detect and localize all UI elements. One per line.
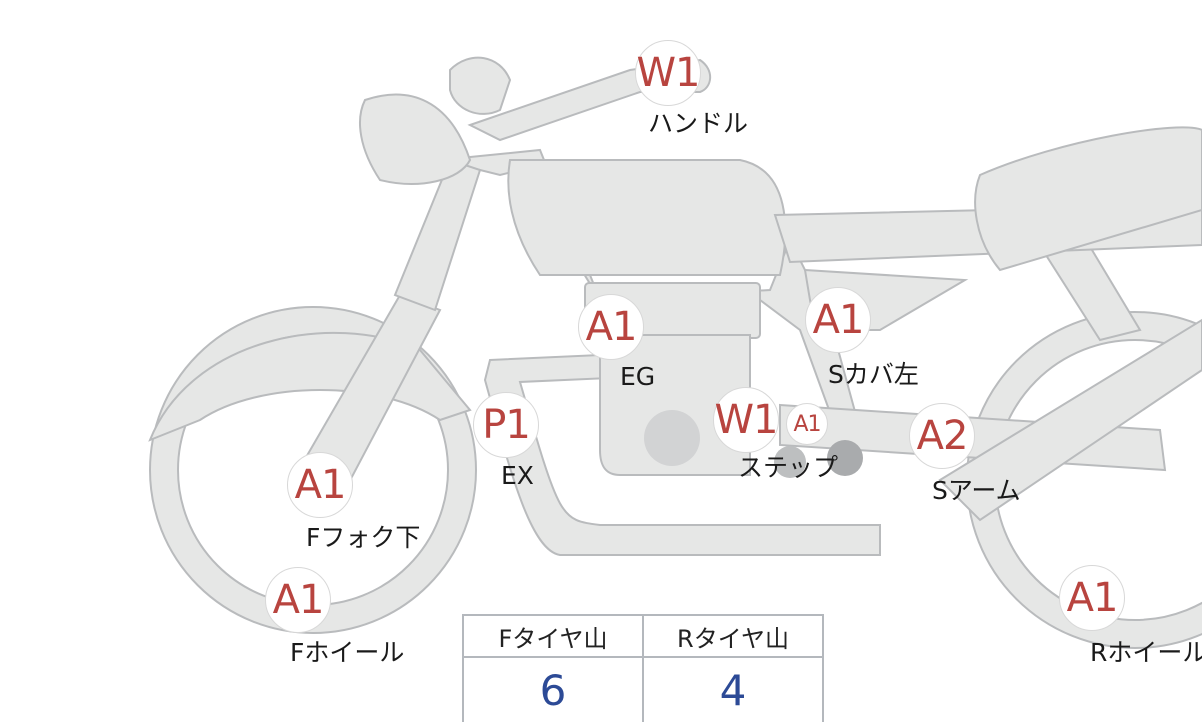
damage-marker-rear-wheel[interactable]: A1 — [1059, 565, 1125, 631]
damage-marker-exhaust[interactable]: P1 — [473, 392, 539, 458]
part-label-exhaust: EX — [501, 461, 534, 490]
engine-block — [599, 334, 751, 476]
damage-marker-step-secondary[interactable]: A1 — [786, 403, 828, 445]
front-tread-value: 6 — [462, 656, 644, 722]
front-fork-upper — [393, 158, 482, 312]
damage-marker-engine[interactable]: A1 — [578, 294, 644, 360]
meter — [449, 56, 512, 115]
headlight — [359, 93, 472, 185]
part-label-handle: ハンドル — [648, 109, 749, 138]
damage-marker-front-wheel[interactable]: A1 — [265, 567, 331, 633]
rear-tread-value: 4 — [642, 656, 824, 722]
damage-marker-front-fork-lower[interactable]: A1 — [287, 452, 353, 518]
damage-marker-step[interactable]: W1 — [713, 387, 779, 453]
front-tread-header: Fタイヤ山 — [462, 614, 644, 658]
damage-marker-handle[interactable]: W1 — [635, 40, 701, 106]
damage-marker-side-cover-left[interactable]: A1 — [805, 287, 871, 353]
rear-stay — [938, 318, 1202, 522]
exhaust-pipe — [483, 353, 881, 556]
damage-marker-swingarm[interactable]: A2 — [909, 403, 975, 469]
part-label-front-fork-lower: Fフォク下 — [306, 523, 421, 552]
rear-tread-header: Rタイヤ山 — [642, 614, 824, 658]
part-label-swingarm: Sアーム — [932, 476, 1021, 505]
part-label-engine: EG — [620, 362, 656, 391]
part-label-step: ステップ — [738, 453, 839, 482]
part-label-side-cover-left: Sカバ左 — [828, 360, 919, 389]
part-label-rear-wheel: Rホイール — [1090, 638, 1202, 667]
fuel-tank — [507, 159, 787, 276]
tire-tread-table: Fタイヤ山 Rタイヤ山 6 4 — [462, 614, 824, 722]
part-label-front-wheel: Fホイール — [290, 638, 405, 667]
tail-cowl — [974, 126, 1202, 272]
